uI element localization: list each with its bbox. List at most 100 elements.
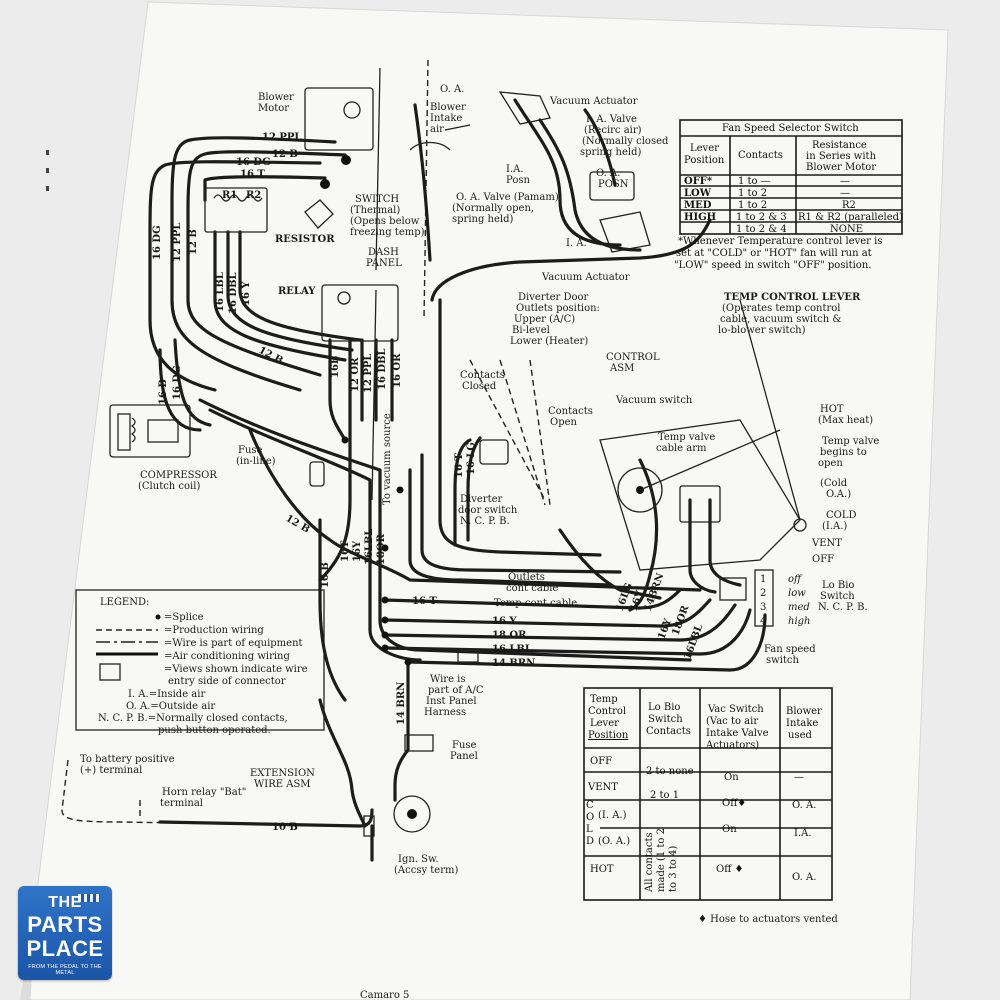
blower-intake-duct bbox=[409, 124, 471, 151]
temp-all-contacts-1: All contacts bbox=[644, 832, 655, 893]
wire-bundle-1 bbox=[198, 398, 692, 662]
wire-16b-comp bbox=[158, 348, 202, 432]
wire-extension bbox=[318, 698, 367, 828]
lbl-blower-intake-3: air bbox=[430, 124, 444, 135]
temp-r3-c4: I.A. bbox=[794, 828, 812, 839]
lbl-sw-num-3: 3 bbox=[760, 602, 766, 613]
temp-r1-c1: OFF bbox=[590, 756, 612, 767]
lbl-16t-h: 16 T bbox=[412, 596, 437, 607]
lbl-relay-v-5: 16 OR bbox=[392, 353, 403, 388]
legend-item-6: entry side of connector bbox=[168, 676, 286, 687]
fan-r4-c2: 1 to 2 & 3 bbox=[736, 212, 787, 223]
resistor-box bbox=[204, 187, 268, 233]
left-edge-marks bbox=[46, 150, 49, 191]
legend-splice-dot bbox=[155, 614, 161, 620]
lbl-12ppl: 12 PPL bbox=[262, 132, 301, 143]
temp-all-contacts-2: made (1 to 2 bbox=[656, 828, 667, 892]
lbl-diverter-1: Diverter Door bbox=[518, 292, 589, 303]
lbl-hot-2: (Max heat) bbox=[818, 415, 873, 426]
ign-switch bbox=[393, 795, 431, 833]
wire-vac-top-1 bbox=[513, 98, 622, 247]
temp-hdr-3a: Vac Switch bbox=[707, 704, 764, 715]
lbl-oa-valve-1: O. A. Valve (Pamam) bbox=[456, 192, 559, 203]
lbl-relay-v-4: 16 DBL bbox=[377, 348, 388, 390]
lbl-12b: 12 B bbox=[272, 149, 298, 160]
lbl-battery-1: To battery positive bbox=[80, 754, 175, 765]
lbl-tvca-1: Temp valve bbox=[658, 432, 715, 443]
lbl-lobio-2: Switch bbox=[820, 591, 855, 602]
temp-r3-c3: On bbox=[722, 824, 737, 835]
lbl-vent: VENT bbox=[811, 538, 842, 549]
lbl-cold-oa-1: (Cold bbox=[820, 478, 848, 489]
wire-18or-h bbox=[383, 603, 737, 642]
lbl-r2: R2 bbox=[246, 190, 261, 201]
lbl-lobio-1: Lo Bio bbox=[822, 580, 854, 591]
vacuum-actuator-top bbox=[498, 91, 551, 125]
lbl-control-asm-1: CONTROL bbox=[606, 352, 660, 363]
blower-motor-fan bbox=[343, 101, 361, 119]
legend-title: LEGEND: bbox=[100, 597, 149, 608]
wire-16dg-comp bbox=[173, 338, 212, 427]
wire-16lbl bbox=[213, 230, 347, 362]
inline-fuse bbox=[309, 461, 325, 487]
temp-r1-c4: — bbox=[794, 772, 804, 783]
lbl-ign-2: (Accsy term) bbox=[394, 865, 458, 876]
wires bbox=[61, 98, 767, 862]
fan-table-title: Fan Speed Selector Switch bbox=[722, 123, 859, 134]
lbl-resistor: RESISTOR bbox=[275, 234, 335, 245]
lbl-wire-part-1: Wire is bbox=[430, 674, 466, 685]
wire-battery-dashed bbox=[61, 759, 366, 827]
lbl-wire-part-3: Inst Panel bbox=[426, 696, 477, 707]
lbl-mid-v-3: 16LBL bbox=[364, 529, 375, 565]
relay-box bbox=[321, 284, 399, 342]
temp-r2-c2: 2 to 1 bbox=[650, 790, 679, 801]
temp-r2-c4: O. A. bbox=[792, 800, 816, 811]
lbl-res-v-2: 16 DBL bbox=[228, 272, 239, 314]
wire-16b-relay bbox=[328, 338, 347, 442]
lbl-sw-pos-4: high bbox=[788, 616, 810, 627]
lbl-sw-num-4: 4 bbox=[760, 616, 766, 627]
wire-right-2 bbox=[708, 498, 742, 587]
lbl-left-v-3: 12 B bbox=[188, 229, 199, 255]
lbl-tvca-2: cable arm bbox=[656, 443, 707, 454]
logo-tagline: FROM THE PEDAL TO THE METAL bbox=[28, 964, 102, 976]
lbl-ign-1: Ign. Sw. bbox=[398, 854, 439, 865]
lbl-switch-3: (Opens below bbox=[350, 216, 420, 227]
lbl-dash-1: DASH bbox=[368, 247, 399, 258]
compressor-coil bbox=[117, 413, 179, 451]
diverter-switch bbox=[479, 439, 509, 465]
lbl-horn-2: terminal bbox=[160, 798, 203, 809]
legend-item-3: =Wire is part of equipment bbox=[164, 638, 303, 649]
wire-12or bbox=[318, 338, 352, 582]
lbl-diverter-3: Upper (A/C) bbox=[514, 314, 575, 325]
temp-r4-c4: O. A. bbox=[792, 872, 816, 883]
lbl-r1: R1 bbox=[222, 190, 237, 201]
lbl-outlets-cable-2: cont cable bbox=[506, 583, 558, 594]
lbl-fuse-2: (in-line) bbox=[236, 456, 276, 467]
lbl-14brn-v: 14 BRN bbox=[396, 682, 407, 725]
fan-r1-c1: OFF* bbox=[684, 176, 713, 187]
ign-switch-hub bbox=[407, 809, 417, 819]
lbl-ia-valve-3: (Normally closed bbox=[582, 136, 669, 147]
lbl-oa-valve-2: (Normally open, bbox=[452, 203, 534, 214]
lbl-diverter-4: Bi-level bbox=[512, 325, 550, 336]
lbl-ext-2: WIRE ASM bbox=[254, 779, 311, 790]
lbl-compressor-2: (Clutch coil) bbox=[138, 481, 200, 492]
fan-hdr-1b: Position bbox=[684, 155, 725, 166]
fan-r4-c3: R1 & R2 (paralleled) bbox=[798, 212, 903, 223]
resistor-coil bbox=[213, 194, 263, 202]
temp-control-lever-arm bbox=[639, 299, 801, 521]
logo-line-2: PARTS bbox=[27, 912, 103, 937]
temp-hdr-4c: used bbox=[788, 730, 812, 741]
lbl-outlets-cable-1: Outlets bbox=[508, 572, 545, 583]
wire-vacuum bbox=[430, 218, 712, 302]
wire-16lbl-h bbox=[383, 608, 752, 656]
temp-r1-c3: On bbox=[724, 772, 739, 783]
lbl-relay-v-1: 16B bbox=[330, 356, 341, 378]
lbl-mid-v-1: 16T bbox=[340, 540, 351, 562]
legend-item-8: O. A.=Outside air bbox=[126, 701, 215, 712]
temp-r2-c3: Off♦ bbox=[722, 798, 746, 809]
temp-hdr-4a: Blower bbox=[786, 706, 822, 717]
lbl-relay-v-3: 12 PPL bbox=[363, 354, 374, 393]
temp-hdr-1a: Temp bbox=[590, 694, 618, 705]
